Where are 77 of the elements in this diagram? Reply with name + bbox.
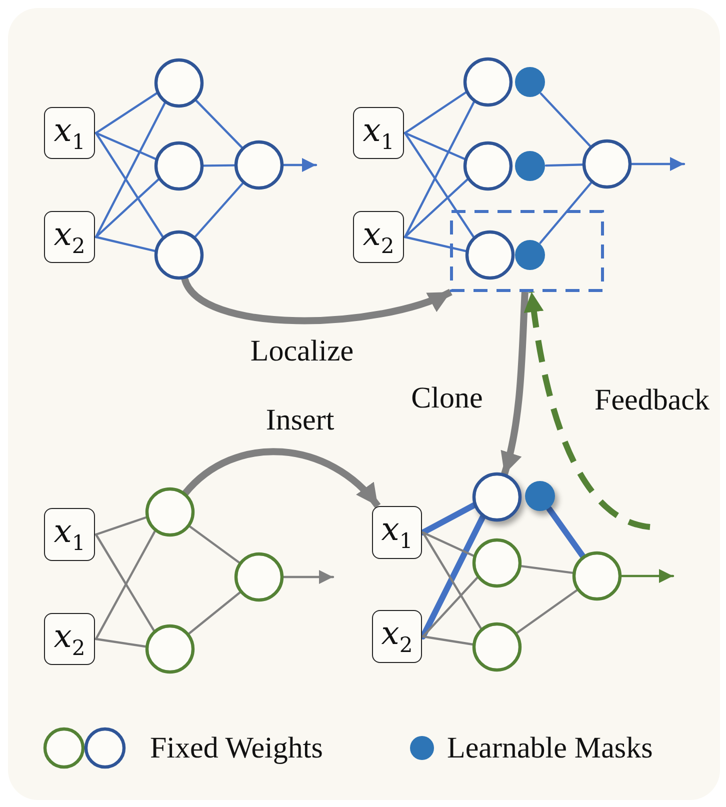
neuron-circle — [572, 551, 622, 601]
neuron-circle — [145, 624, 195, 674]
connection-line — [188, 591, 242, 635]
connection-line — [404, 132, 475, 238]
neuron-circle — [154, 58, 204, 108]
variable-label: x$_{2}$ — [381, 617, 413, 656]
neuron-circle — [234, 552, 284, 602]
variable-label: x$_{2}$ — [362, 218, 394, 256]
neuron-circle — [582, 139, 632, 189]
connection-line — [94, 236, 156, 252]
connection-line — [94, 638, 148, 648]
connection-line — [94, 132, 158, 160]
connection-line — [539, 181, 593, 244]
connection-line — [194, 182, 244, 238]
neuron-circle — [154, 230, 204, 280]
connection-line — [515, 588, 579, 634]
connection-line — [188, 525, 241, 564]
arrow — [620, 569, 674, 583]
legend-label: Learnable Masks — [447, 732, 653, 764]
neuron-circle — [154, 141, 204, 191]
connection-line — [422, 531, 482, 630]
dashed-selection-box — [450, 210, 604, 292]
input-box — [372, 506, 422, 559]
neuron-circle — [145, 487, 195, 537]
connection-line — [544, 164, 584, 167]
connection-line — [420, 514, 486, 640]
connection-line — [546, 506, 586, 560]
arrow — [282, 570, 334, 584]
neuron-circle — [472, 622, 522, 672]
arrow — [524, 292, 651, 530]
mask-dot — [513, 65, 547, 99]
connection-line — [94, 178, 160, 238]
neuron-circle — [463, 141, 513, 191]
connection-line — [520, 565, 574, 574]
variable-label: x$_{1}$ — [381, 513, 413, 552]
connection-line — [94, 92, 158, 134]
variable-label: x$_{2}$ — [54, 218, 86, 256]
input-box — [44, 508, 95, 561]
input-box — [44, 211, 95, 263]
variable-label: x$_{1}$ — [54, 515, 86, 554]
connection-line — [94, 132, 164, 238]
connection-line — [540, 92, 592, 148]
arrow — [630, 157, 686, 171]
connection-line — [404, 100, 476, 238]
connection-line — [94, 101, 166, 238]
connection-line — [422, 576, 479, 638]
input-box — [44, 613, 95, 665]
variable-label: x$_{1}$ — [362, 114, 394, 152]
input-box — [353, 107, 404, 159]
arrow — [500, 292, 528, 476]
connection-line — [404, 132, 466, 160]
connection-line — [404, 236, 468, 252]
connection-line — [420, 502, 478, 536]
connection-line — [404, 178, 469, 238]
connection-line — [404, 91, 468, 134]
neuron-circle — [234, 140, 284, 190]
mask-dot — [513, 238, 547, 272]
mask-dot — [523, 479, 557, 513]
neuron-circle — [472, 538, 522, 588]
variable-label: x$_{2}$ — [54, 620, 86, 658]
input-box — [353, 211, 404, 263]
mask-dot — [513, 149, 547, 183]
neuron-circle — [463, 57, 513, 107]
connection-line — [94, 516, 148, 536]
arrow — [282, 158, 318, 172]
connection-line — [202, 164, 236, 167]
connection-line — [422, 531, 476, 558]
input-box — [372, 610, 422, 663]
legend-label: Fixed Weights — [150, 732, 323, 764]
variable-label: x$_{1}$ — [54, 114, 86, 152]
input-box — [44, 107, 95, 159]
neuron-circle — [472, 472, 522, 522]
arrow — [181, 276, 452, 324]
neuron-circle — [465, 230, 515, 280]
arrow — [182, 448, 380, 508]
connection-line — [194, 99, 244, 149]
connection-line — [422, 635, 474, 646]
